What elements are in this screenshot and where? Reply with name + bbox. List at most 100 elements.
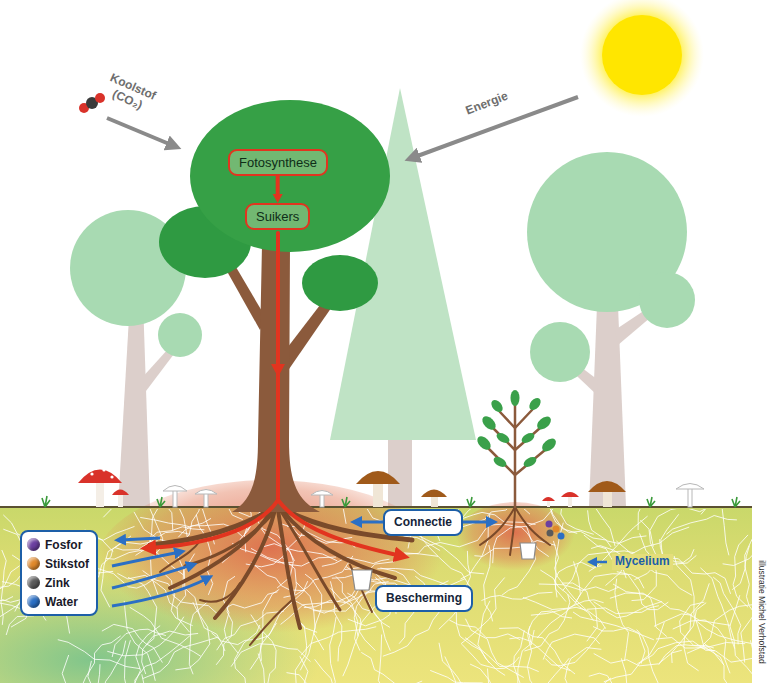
leaf — [495, 431, 511, 445]
mycelium-strand — [551, 512, 611, 547]
mushroom-cap — [588, 481, 626, 492]
mycelium-strand — [638, 509, 661, 530]
root — [350, 565, 372, 612]
mycelium — [0, 509, 752, 683]
mycelium-strand — [528, 611, 572, 645]
carbon-arrow — [107, 118, 174, 146]
mycelium-strand — [537, 561, 580, 638]
pine-trunk — [388, 430, 412, 507]
mycelium-strand — [741, 615, 752, 663]
mushroom-stem — [373, 480, 383, 507]
mushroom-stem — [688, 488, 692, 507]
mushroom-cap — [356, 471, 400, 484]
root-glow — [455, 502, 575, 578]
sugar-flow — [148, 233, 402, 556]
root — [200, 583, 240, 602]
mycelium-strand — [553, 541, 586, 610]
mycelium-strand — [92, 641, 126, 683]
root — [515, 507, 550, 545]
mushroom-stem — [173, 490, 177, 507]
grass — [42, 496, 740, 507]
grass-tuft — [342, 497, 350, 507]
legend-text: Zink — [45, 576, 70, 590]
mycelium-strand — [730, 595, 752, 682]
cap-dot — [102, 468, 105, 471]
mycelium-strand — [107, 617, 184, 656]
mycelium-strand — [315, 659, 372, 683]
sapling — [475, 390, 559, 507]
protection-cup — [520, 543, 536, 559]
mushroom-cap — [78, 470, 122, 484]
mycelium-strand — [613, 584, 692, 616]
mycelium-strand — [539, 509, 577, 533]
mycelium-strand — [674, 556, 704, 648]
mycelium-strand — [545, 627, 605, 665]
mycelium-strand — [343, 603, 382, 676]
mycelium-strand — [481, 592, 552, 600]
canopy — [190, 100, 390, 252]
mycelium-strand — [589, 673, 657, 683]
mycelium-strand — [543, 678, 611, 683]
sun-glow — [580, 0, 704, 117]
mycelium-strand — [330, 581, 341, 661]
mycelium-strand — [573, 612, 654, 640]
leaf — [480, 414, 498, 432]
mycelium-strand — [732, 520, 752, 590]
mycelium-strand — [461, 514, 490, 579]
flow-arrow — [273, 176, 283, 203]
mushroom-cap — [421, 490, 447, 498]
mycelium-strand — [465, 638, 539, 672]
mycelium-strand — [143, 637, 218, 678]
nutrient-dot — [547, 530, 554, 537]
mycelium-strand — [713, 577, 741, 644]
legend-swatch — [27, 557, 40, 570]
mushrooms — [78, 468, 704, 507]
nutrient-arrow — [112, 578, 208, 606]
leaf — [492, 455, 508, 469]
mycelium-strand — [750, 640, 752, 683]
pale-trunk — [118, 300, 150, 507]
arrowhead — [273, 194, 283, 203]
mycelium-strand — [254, 656, 308, 683]
mycelium-strand — [186, 589, 226, 651]
mycelium-strand — [659, 645, 724, 665]
process-box: Connectie — [383, 509, 463, 536]
mycelium-strand — [378, 635, 390, 683]
mycelium-strand — [540, 570, 593, 621]
grass-tuft — [467, 497, 475, 507]
annotation-label: Mycelium — [612, 554, 673, 570]
legend-row: Zink — [27, 573, 89, 592]
mycelium-strand — [361, 652, 422, 683]
mycelium-strand — [531, 607, 606, 628]
mycelium-strand — [703, 605, 752, 645]
leaf — [475, 434, 493, 452]
legend-swatch — [27, 595, 40, 608]
mycelium-strand — [305, 574, 324, 650]
mycelium-strand — [130, 607, 201, 656]
mycelium-pointer — [592, 561, 607, 564]
mycelium-strand — [574, 509, 616, 546]
pale-canopy — [639, 272, 695, 328]
mycelium-strand — [120, 509, 173, 531]
mycelium-strand — [62, 655, 96, 683]
mushroom-cap — [676, 484, 704, 490]
leaf — [489, 398, 505, 415]
mycelium-strand — [576, 574, 644, 602]
process-box: Bescherming — [375, 585, 473, 612]
nutrient-dot — [553, 526, 560, 533]
mycelium-strand — [250, 589, 279, 669]
grass-tuft — [157, 497, 165, 507]
mycelium-strand — [502, 526, 536, 596]
mycelium-strand — [611, 658, 627, 683]
mycelium-strand — [128, 577, 157, 645]
nutrient-arrow — [120, 538, 160, 540]
white-mushrooms — [163, 484, 704, 508]
mycelium-strand — [180, 509, 243, 520]
mycelium-strand — [143, 509, 187, 537]
co2-atom — [95, 93, 105, 103]
sapling-branch — [488, 410, 545, 475]
branch — [224, 262, 266, 330]
leaf — [527, 396, 543, 413]
mycelium-strand — [234, 625, 259, 683]
